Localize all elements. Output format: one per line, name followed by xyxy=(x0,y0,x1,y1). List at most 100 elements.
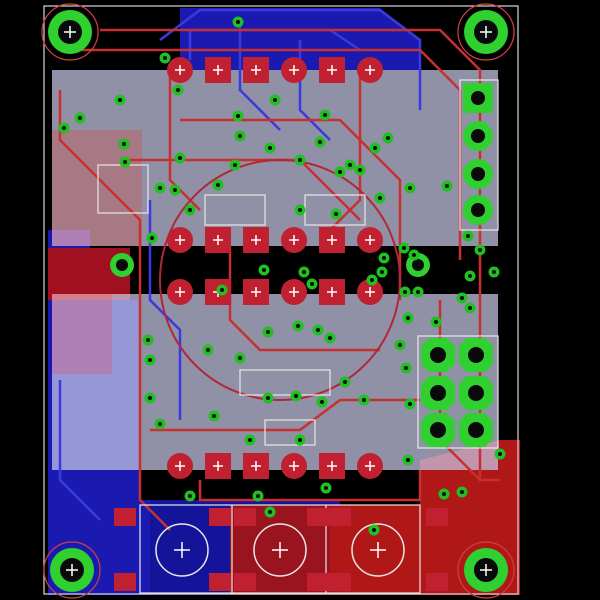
mount-hole-cross xyxy=(480,26,492,38)
via-drill xyxy=(148,396,152,400)
via-drill xyxy=(402,246,406,250)
pad-cross xyxy=(289,287,299,297)
pad-cross xyxy=(327,65,337,75)
pad-cross xyxy=(175,287,185,297)
pad-cross xyxy=(365,235,375,245)
mounting-holes xyxy=(41,3,515,599)
via-drill xyxy=(372,528,376,532)
mount-hole-keepout xyxy=(457,3,515,61)
terminal-screw-cross xyxy=(174,542,190,558)
trace-t7 xyxy=(198,470,422,502)
via-drill xyxy=(123,160,127,164)
pad-cross xyxy=(251,65,261,75)
via-drill xyxy=(498,452,502,456)
trace-t3 xyxy=(58,90,171,531)
via-drill xyxy=(302,270,306,274)
via-drill xyxy=(460,296,464,300)
trace-b3 xyxy=(238,20,281,131)
via-drill xyxy=(296,324,300,328)
header-pads xyxy=(110,83,493,447)
via-drill xyxy=(362,398,366,402)
courtyard-lower-red xyxy=(52,294,112,374)
terminal-smd-pad xyxy=(234,573,256,591)
via-drill xyxy=(268,146,272,150)
via-drill xyxy=(188,208,192,212)
via-drill xyxy=(146,338,150,342)
via-drill xyxy=(178,156,182,160)
terminal-screw-cross xyxy=(272,542,288,558)
via-drill xyxy=(382,256,386,260)
header-pin-drill xyxy=(471,129,485,143)
terminal-smd-pad xyxy=(307,508,329,526)
pad-cross xyxy=(175,65,185,75)
via-drill xyxy=(468,274,472,278)
via-drill xyxy=(348,163,352,167)
via-drill xyxy=(416,290,420,294)
terminal-smd-pad xyxy=(234,508,256,526)
mount-hole-cross xyxy=(66,564,78,576)
via-drill xyxy=(478,248,482,252)
pad-cross xyxy=(289,65,299,75)
test-point-drill xyxy=(116,259,128,271)
pad-cross xyxy=(175,235,185,245)
via-drill xyxy=(320,400,324,404)
via-drill xyxy=(406,458,410,462)
via-drill xyxy=(442,492,446,496)
via-drill xyxy=(158,422,162,426)
silk-header-lower-right xyxy=(417,335,499,449)
via-drill xyxy=(216,183,220,187)
via-drill xyxy=(122,142,126,146)
header-pin-drill xyxy=(471,91,485,105)
pad-cross xyxy=(327,235,337,245)
pad-cross xyxy=(365,287,375,297)
via-drill xyxy=(294,394,298,398)
test-point-drill xyxy=(412,259,424,271)
via-drill xyxy=(373,146,377,150)
silk-chip-center-low xyxy=(239,369,331,396)
via-drill xyxy=(212,414,216,418)
pad-cross xyxy=(327,287,337,297)
via-drill xyxy=(236,20,240,24)
mount-hole-cross xyxy=(64,26,76,38)
trace-b6 xyxy=(58,380,101,521)
silk-terminal-block xyxy=(139,504,421,594)
via-drill xyxy=(233,163,237,167)
via-drill xyxy=(386,136,390,140)
via-drill xyxy=(298,438,302,442)
header-pin-drill xyxy=(430,422,446,438)
via-drill xyxy=(318,140,322,144)
via-drill xyxy=(324,486,328,490)
pad-cross xyxy=(213,65,223,75)
header-pin-drill xyxy=(430,385,446,401)
trace-b1 xyxy=(159,8,422,110)
via-drill xyxy=(150,236,154,240)
trace-t8 xyxy=(150,398,420,432)
via-drill xyxy=(273,98,277,102)
header-pin-drill xyxy=(471,167,485,181)
via-drill xyxy=(158,186,162,190)
terminal-screw-outline xyxy=(351,523,405,577)
pad-cross xyxy=(251,287,261,297)
via-drill xyxy=(262,268,266,272)
via-drill xyxy=(268,510,272,514)
via-drill xyxy=(343,380,347,384)
via-drill xyxy=(468,306,472,310)
header-pin-drill xyxy=(468,422,484,438)
pad-cross xyxy=(327,461,337,471)
pad-cross xyxy=(213,235,223,245)
terminal-smd-pad xyxy=(426,573,448,591)
trace-ring xyxy=(159,159,401,401)
via-drill xyxy=(310,282,314,286)
via-drill xyxy=(466,234,470,238)
via-drill xyxy=(62,126,66,130)
header-pin-drill xyxy=(471,203,485,217)
via-drill xyxy=(206,348,210,352)
pad-cross xyxy=(251,235,261,245)
pad-cross xyxy=(213,461,223,471)
terminal-smd-pad xyxy=(426,508,448,526)
via-drill xyxy=(266,330,270,334)
via-drill xyxy=(118,98,122,102)
header-pin-drill xyxy=(430,347,446,363)
via-drill xyxy=(236,114,240,118)
via-drill xyxy=(298,158,302,162)
